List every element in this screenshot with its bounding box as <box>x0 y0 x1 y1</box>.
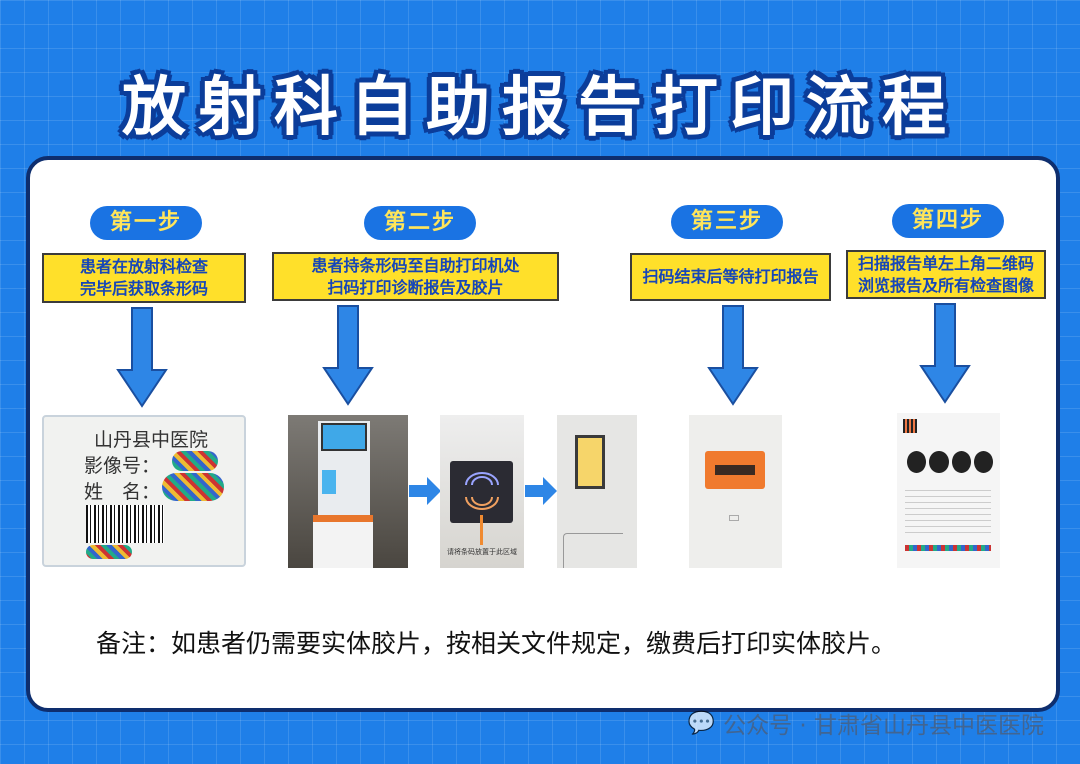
down-arrow-icon <box>707 305 759 406</box>
image-number-label: 影像号： <box>84 455 161 477</box>
printer-photo <box>689 415 782 568</box>
step-text: 扫码结束后等待打印报告 <box>642 267 819 286</box>
watermark-text: 公众号 · 甘肃省山丹县中医医院 <box>723 713 1044 739</box>
down-arrow-icon <box>116 307 168 408</box>
watermark: 💬 公众号 · 甘肃省山丹县中医医院 <box>688 706 1044 740</box>
hospital-name: 山丹县中医院 <box>94 429 209 451</box>
step-text: 患者在放射科检查 <box>79 257 208 276</box>
step-4-description: 扫描报告单左上角二维码浏览报告及所有检查图像 <box>846 250 1046 299</box>
screen-photo <box>557 415 637 568</box>
down-arrow-icon <box>322 305 374 406</box>
step-4-badge: 第四步 <box>892 204 1004 238</box>
barcode <box>86 505 164 543</box>
step-2-description: 患者持条形码至自助打印机处扫码打印诊断报告及胶片 <box>272 252 559 301</box>
scanner-caption: 请将条码放置于此区域 <box>447 548 517 556</box>
right-arrow-icon <box>409 477 441 505</box>
qr-code-icon <box>903 419 917 433</box>
step-1-badge: 第一步 <box>90 206 202 240</box>
kiosk-photo <box>288 415 408 568</box>
right-arrow-icon <box>525 477 557 505</box>
name-label: 姓 名： <box>84 481 161 503</box>
page-title: 放射科自助报告打印流程 <box>122 71 958 145</box>
step-text: 完毕后获取条形码 <box>79 279 208 298</box>
redacted-mark <box>172 451 218 471</box>
step-text: 浏览报告及所有检查图像 <box>857 275 1034 295</box>
step-text: 扫码打印诊断报告及胶片 <box>327 277 504 297</box>
step-2-badge: 第二步 <box>364 206 476 240</box>
step-text: 患者持条形码至自助打印机处 <box>311 255 520 275</box>
step-1-description: 患者在放射科检查完毕后获取条形码 <box>42 253 246 303</box>
redacted-mark <box>86 545 132 559</box>
down-arrow-icon <box>919 303 971 404</box>
wechat-icon: 💬 <box>687 710 716 736</box>
note-text: 备注：如患者仍需要实体胶片，按相关文件规定，缴费后打印实体胶片。 <box>96 629 897 658</box>
scanner-photo: 请将条码放置于此区域 <box>440 415 524 568</box>
step-text: 扫描报告单左上角二维码 <box>857 253 1034 273</box>
step-3-description: 扫码结束后等待打印报告 <box>630 253 831 301</box>
step-3-badge: 第三步 <box>671 205 783 239</box>
barcode-card-photo: 山丹县中医院 影像号： 姓 名： <box>42 415 246 567</box>
report-photo <box>897 413 1000 568</box>
redacted-mark <box>162 473 224 501</box>
